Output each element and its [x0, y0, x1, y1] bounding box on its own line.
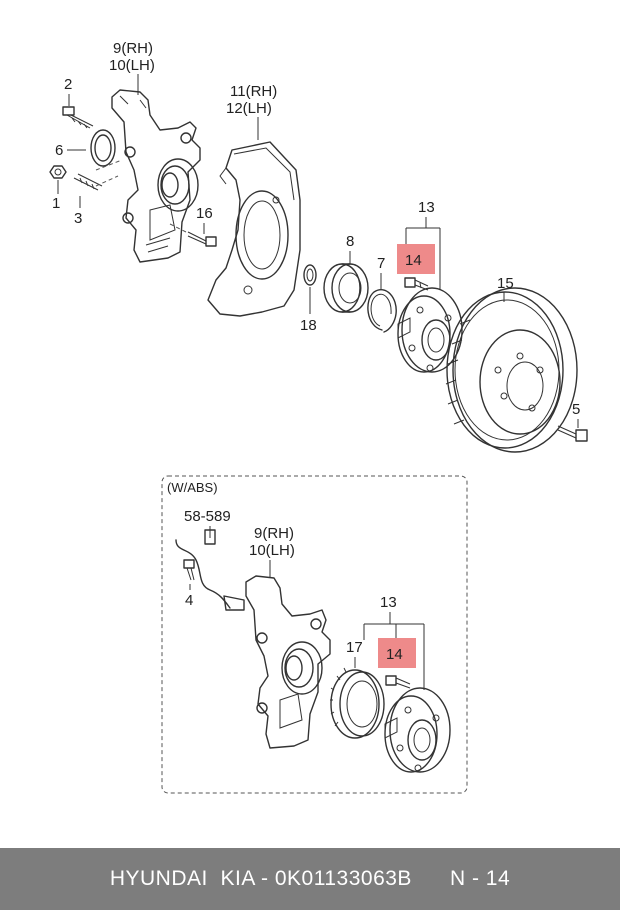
label-14-abs: 14 [386, 646, 403, 663]
label-3: 3 [74, 210, 82, 227]
stud-3 [73, 173, 103, 191]
abs-variant-box [161, 475, 468, 794]
label-13-abs: 13 [380, 594, 397, 611]
label-ref-58-589: 58-589 [184, 508, 231, 525]
wheel-hub-13-abs [384, 687, 451, 773]
footer-ref: N - 14 [449, 867, 511, 890]
ring-18 [303, 264, 317, 286]
label-6: 6 [55, 142, 63, 159]
label-16: 16 [196, 205, 213, 222]
bolt-16 [187, 231, 217, 247]
label-14: 14 [405, 252, 422, 269]
bolt-5 [557, 425, 588, 442]
hub-bolt-14 [404, 277, 429, 291]
label-knuckle-abs-rh: 9(RH) [254, 525, 294, 542]
bolt-4 [183, 559, 195, 581]
label-5: 5 [572, 401, 580, 418]
snap-ring-7 [367, 289, 397, 333]
footer-part-number: HYUNDAI KIA - 0K01133063B [109, 867, 412, 890]
hub-bolt-14-abs [385, 675, 411, 689]
seal-6 [90, 129, 116, 167]
label-knuckle-rh: 9(RH) [113, 40, 153, 57]
label-8: 8 [346, 233, 354, 250]
label-cover-rh: 11(RH) [230, 83, 277, 100]
label-2: 2 [64, 76, 72, 93]
label-knuckle-abs-lh: 10(LH) [249, 542, 295, 559]
bearing-8 [323, 263, 369, 313]
label-18: 18 [300, 317, 317, 334]
steering-knuckle [111, 89, 201, 263]
label-17: 17 [346, 639, 363, 656]
bolt-2 [62, 106, 94, 129]
parts-diagram: 9(RH) 10(LH) 2 6 1 3 16 [49, 40, 588, 794]
brake-disc-15 [445, 287, 578, 453]
footer-bar: HYUNDAI KIA - 0K01133063B N - 14 [0, 848, 620, 910]
highlight-14 [397, 244, 435, 274]
label-cover-lh: 12(LH) [226, 100, 272, 117]
label-knuckle-lh: 10(LH) [109, 57, 155, 74]
abs-sensor [175, 529, 245, 611]
tone-ring-17 [330, 667, 385, 739]
highlight-14-abs [378, 638, 416, 668]
dust-cover [207, 141, 301, 317]
nut-1 [49, 165, 67, 179]
label-1: 1 [52, 195, 60, 212]
label-abs-title: (W/ABS) [167, 480, 218, 495]
wheel-hub-13 [397, 287, 463, 373]
label-4: 4 [185, 592, 193, 609]
label-7: 7 [377, 255, 385, 272]
steering-knuckle-abs [245, 575, 331, 749]
label-13: 13 [418, 199, 435, 216]
